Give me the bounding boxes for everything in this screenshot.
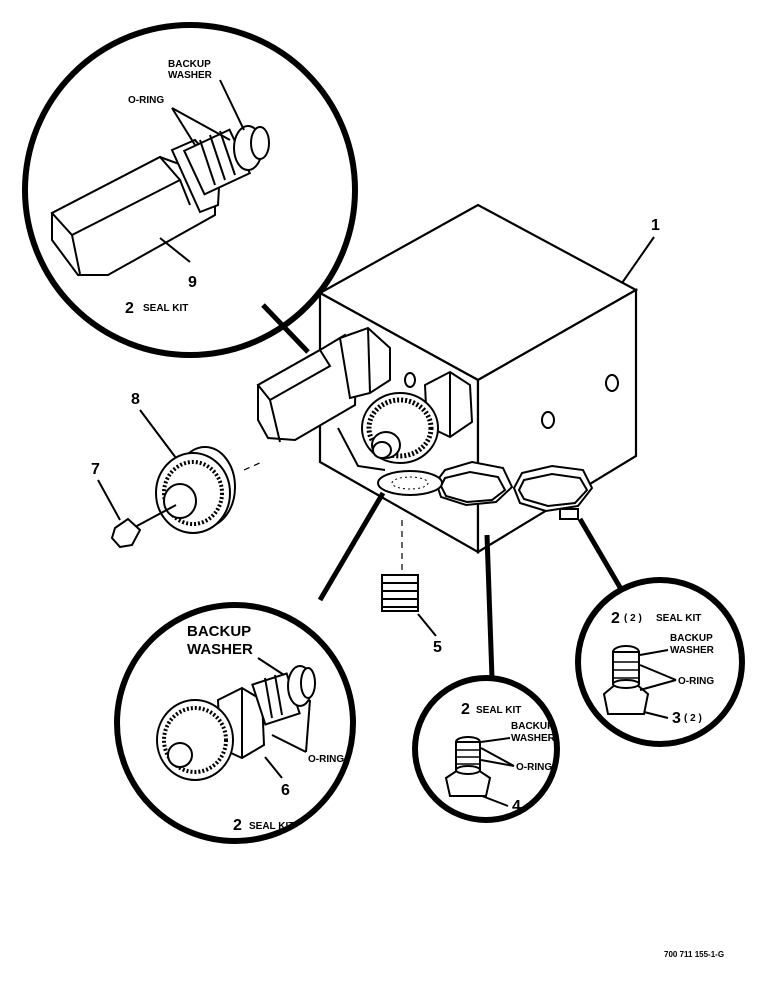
leader-line: [317, 491, 386, 602]
part-5-label: 5: [433, 639, 442, 656]
part-4-label: 4: [512, 798, 521, 815]
plug-icon: [381, 520, 419, 612]
left-seal-num: 2: [233, 817, 242, 834]
left-seal-kit: SEAL KIT: [249, 821, 294, 832]
part-3-label: 3: [672, 710, 681, 727]
part-9-label: 9: [188, 274, 197, 291]
part-1-label: 1: [651, 217, 660, 234]
filter-disc-icon: [377, 470, 443, 496]
relief-valve-cartridge-icon: [256, 326, 391, 443]
knurled-adjuster-icon: [134, 446, 263, 534]
mid-oring-label: O-RING: [516, 762, 552, 773]
detail-circle-right: [575, 577, 745, 747]
top-seal-kit: SEAL KIT: [143, 303, 188, 314]
cartridge-valve-detail-icon: [602, 645, 650, 715]
top-seal-num: 2: [125, 300, 134, 317]
top-washer-label: WASHER: [168, 70, 213, 81]
mid-washer-label: WASHER: [511, 733, 556, 744]
mid-seal-kit: SEAL KIT: [476, 705, 521, 716]
right-washer-label: WASHER: [670, 645, 715, 656]
knurled-valve-detail-icon: [156, 665, 316, 781]
left-washer-label: WASHER: [187, 641, 253, 658]
top-backup-label: BACKUP: [168, 59, 211, 70]
right-part-qty: ( 2 ): [684, 713, 702, 724]
mid-seal-num: 2: [461, 701, 470, 718]
leader-line: [261, 303, 310, 354]
knurled-adjuster-valve-icon: [337, 370, 474, 471]
detail-circle-left: [114, 602, 356, 844]
figure-id: 700 711 155-1-G: [664, 950, 724, 959]
mid-backup-label: BACKUP: [511, 721, 554, 732]
leader-line: [484, 534, 495, 679]
right-seal-num: 2: [611, 610, 620, 627]
relief-valve-detail-icon: [50, 125, 270, 276]
right-backup-label: BACKUP: [670, 633, 713, 644]
detail-circle-top: [22, 22, 358, 358]
detail-circle-middle: [412, 675, 560, 823]
part-8-label: 8: [131, 391, 140, 408]
cartridge-valve-detail-icon: [444, 736, 492, 797]
part-7-label: 7: [91, 461, 100, 478]
right-oring-label: O-RING: [678, 676, 714, 687]
leader-line: [577, 517, 624, 591]
cap-nut-icon: [110, 517, 142, 549]
right-seal-qty: ( 2 ): [624, 613, 642, 624]
left-oring-label: O-RING: [308, 754, 344, 765]
right-seal-kit: SEAL KIT: [656, 613, 701, 624]
top-oring-label: O-RING: [128, 95, 164, 106]
left-backup-label: BACKUP: [187, 623, 251, 640]
part-6-label: 6: [281, 782, 290, 799]
